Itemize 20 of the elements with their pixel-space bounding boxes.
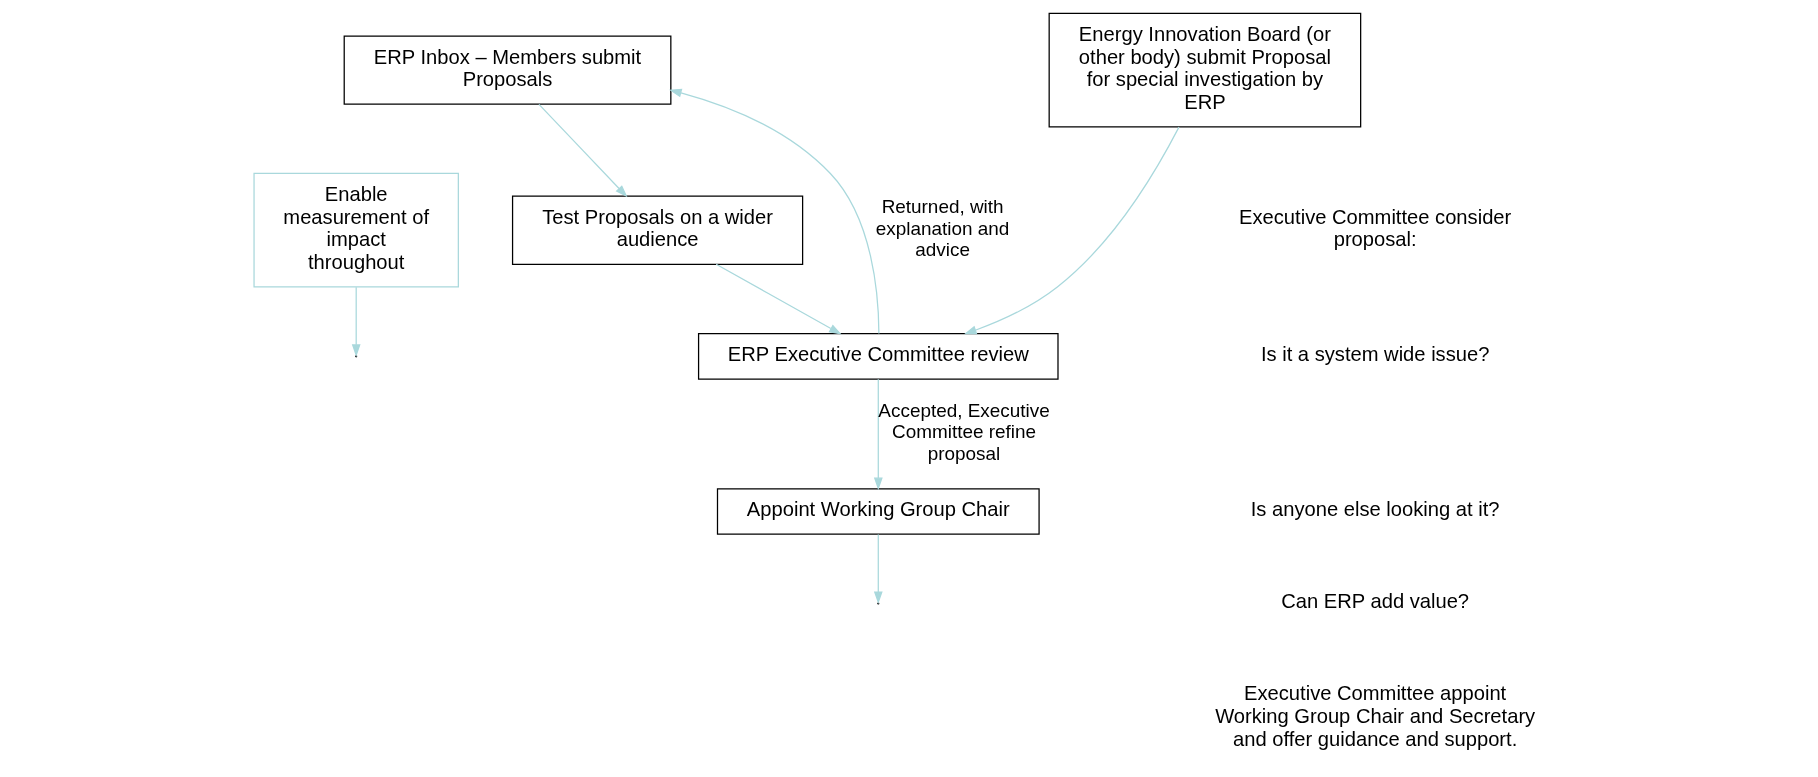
label: Executive Committee consider proposal: [1238, 205, 1511, 251]
node-box: Enable measurement of impact throughout [252, 172, 459, 288]
arrow [351, 286, 361, 357]
node-box: ERP Executive Committee review [697, 333, 1059, 380]
arrow [715, 263, 842, 335]
arrow [873, 533, 883, 605]
label: Is anyone else looking at it? [1250, 498, 1500, 521]
arrow [537, 103, 627, 198]
label: Is it a system wide issue? [1260, 343, 1489, 366]
node-box: ERP Inbox – Members submit Proposals [343, 35, 671, 105]
label: Executive Committee appoint Working Group Chair and Secretary and offer guidance and support. [1214, 682, 1535, 750]
arrow [963, 126, 1180, 335]
arrow [668, 88, 879, 335]
edge-label: Returned, with explanation and advice [875, 196, 1009, 261]
node-box: Appoint Working Group Chair [716, 488, 1040, 535]
node-box: Test Proposals on a wider audience [511, 195, 803, 265]
node-box: Energy Innovation Board (or other body) submit Proposal for special investigation by ERP [1048, 12, 1361, 128]
arrow [873, 378, 883, 491]
label: Can ERP add value? [1280, 590, 1469, 613]
edge-label: Accepted, Executive Committee refine proposal [877, 399, 1050, 464]
